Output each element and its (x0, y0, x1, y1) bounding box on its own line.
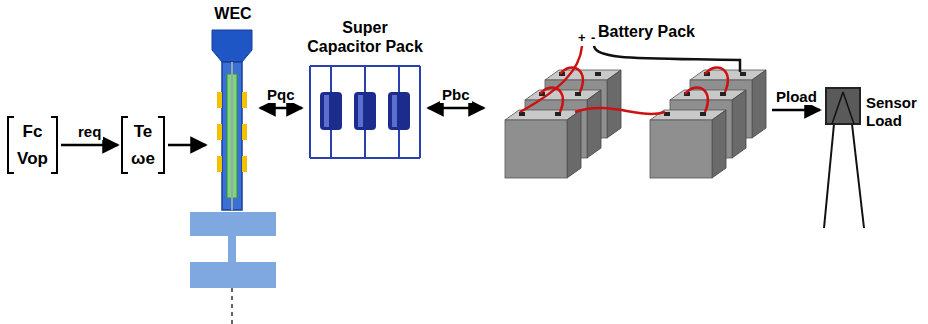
bracket-right (158, 117, 164, 173)
vector-entry: Vop (17, 145, 48, 172)
wec-illustration (190, 30, 276, 324)
edge-label: Pbc (440, 86, 472, 103)
battery-cell (650, 110, 726, 178)
capacitor-cells (320, 92, 410, 130)
bracket-left (8, 117, 14, 173)
input-vector: FcVop (6, 116, 59, 174)
generator-vector: Teωe (120, 116, 166, 174)
block-title: WEC (208, 4, 258, 23)
bracket-left (122, 117, 128, 173)
battery-pack: Battery Pack (486, 22, 770, 192)
sensor-load: Sensor Load (822, 80, 924, 230)
edge-label: Pqc (265, 86, 297, 103)
bracket-right (51, 117, 57, 173)
edge-label: Pload (774, 88, 819, 105)
block-title: Battery Pack (598, 22, 770, 41)
power-arrow (61, 144, 118, 147)
battery-wiring (520, 46, 740, 114)
wec-device: WEC (208, 4, 258, 210)
power-arrow (428, 107, 484, 110)
power-arrow (260, 107, 302, 110)
edge-label: req (76, 123, 103, 140)
supercapacitor-illustration (310, 66, 420, 158)
power-arrow (772, 109, 820, 112)
block-title: Super Capacitor Pack (304, 18, 426, 56)
power-arrow (168, 144, 206, 147)
vector-entry: Fc (23, 118, 43, 145)
battery-cell (505, 110, 581, 178)
supercapacitor-pack: Super Capacitor Pack (304, 18, 426, 166)
terminal-sign: + (578, 30, 586, 45)
vector-entry: Te (134, 118, 153, 145)
vector-entry: ωe (131, 145, 155, 172)
terminal-sign: - (591, 30, 595, 45)
block-title: Sensor Load (866, 94, 924, 130)
sensor-illustration (824, 88, 864, 228)
